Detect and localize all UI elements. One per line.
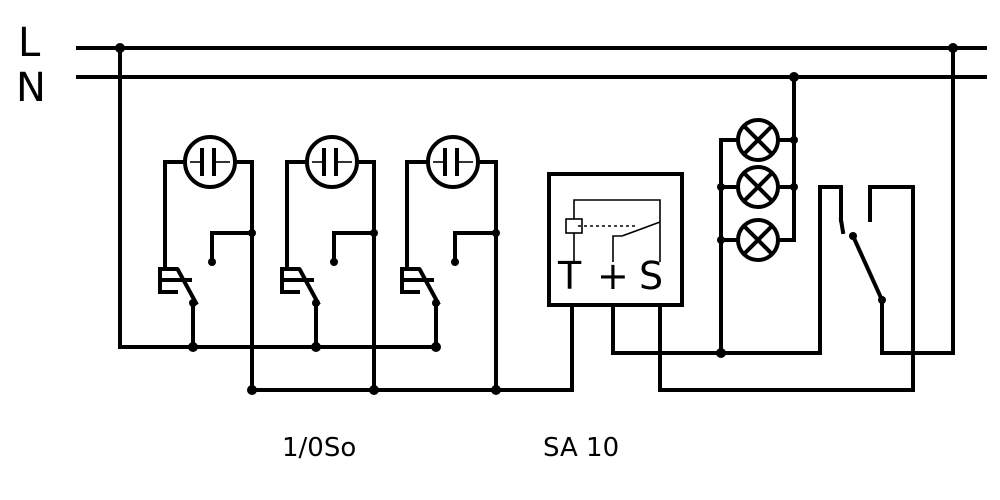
pushbutton-unit-1 <box>158 135 257 395</box>
relay-box: T + S <box>547 172 684 307</box>
junction <box>115 43 125 53</box>
relay-terminal-t: T <box>557 254 582 298</box>
relay-terminal-plus: + <box>597 254 629 298</box>
label-neutral: N <box>16 65 46 111</box>
caption-pushbutton: 1/0So <box>282 433 356 463</box>
lamp-group <box>716 72 799 358</box>
switch-contact-icon <box>850 233 885 303</box>
pushbutton-actuator-icon <box>158 267 192 294</box>
relay-contact-icon <box>621 221 661 237</box>
pushbutton-unit-2 <box>280 135 379 395</box>
caption-relay: SA 10 <box>543 433 619 463</box>
selector-switch <box>818 185 955 392</box>
pushbutton-actuator-icon <box>400 267 434 294</box>
label-line: L <box>18 20 41 66</box>
pushbutton-actuator-icon <box>280 267 314 294</box>
relay-terminal-s: S <box>639 254 663 298</box>
junction <box>948 43 958 53</box>
pushbutton-unit-3 <box>400 135 501 395</box>
